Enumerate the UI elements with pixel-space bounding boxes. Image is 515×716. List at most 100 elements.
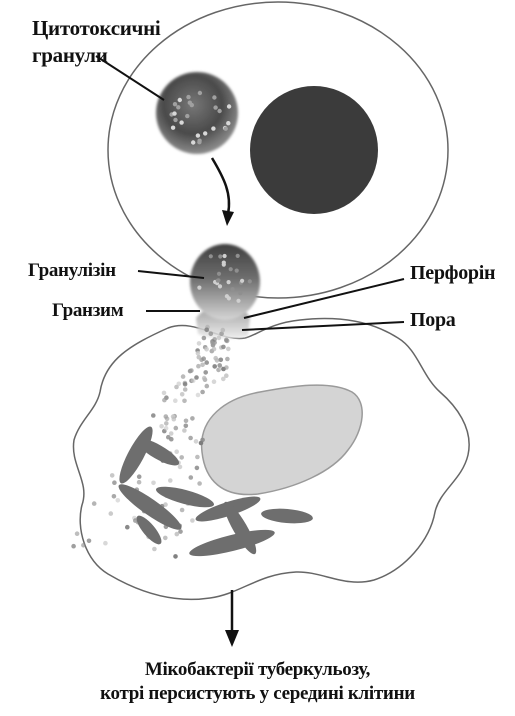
granule-content-dot [191, 378, 196, 383]
label-pore: Пора [410, 309, 455, 332]
granule-content-dot [218, 284, 222, 288]
granule-content-dot [211, 126, 215, 130]
granule-content-dot [248, 279, 252, 283]
granule-content-dot [169, 431, 174, 436]
granule-content-dot [182, 399, 187, 404]
granule-content-dot [183, 387, 188, 392]
granule-content-dot [218, 254, 222, 258]
granule-content-dot [217, 363, 222, 368]
granule-content-dot [125, 525, 130, 530]
granule-content-dot [225, 357, 230, 362]
granule-content-dot [197, 140, 201, 144]
granule-content-dot [197, 286, 201, 290]
granule-content-dot [235, 269, 239, 273]
granule-content-dot [178, 98, 182, 102]
granule-content-dot [164, 421, 169, 426]
granule-content-dot [226, 121, 230, 125]
granule-content-dot [202, 336, 207, 341]
granule-content-dot [103, 541, 108, 546]
granule-content-dot [180, 392, 185, 397]
granule-content-dot [231, 287, 235, 291]
granule-content-dot [191, 140, 195, 144]
granule-content-dot [196, 133, 200, 137]
granule-content-dot [179, 120, 183, 124]
granule-content-dot [194, 375, 199, 380]
granule-content-dot [159, 424, 164, 429]
granule-content-dot [203, 370, 208, 375]
label-granzyme: Гранзим [52, 300, 123, 322]
granule-content-dot [224, 373, 229, 378]
granule-content-dot [236, 254, 240, 258]
granule-content-dot [151, 481, 156, 486]
caption-line1: Мікобактерії туберкульозу, [0, 658, 515, 682]
granule-content-dot [180, 508, 185, 513]
granule-content-dot [224, 127, 228, 131]
granule-content-dot [240, 279, 244, 283]
granule-content-dot [195, 466, 200, 471]
granule-content-dot [200, 390, 205, 395]
granule-content-dot [225, 294, 229, 298]
granule-content-dot [209, 254, 213, 258]
granule-content-dot [212, 379, 217, 384]
granule-content-dot [221, 328, 226, 333]
granule-content-dot [172, 417, 177, 422]
granule-content-dot [213, 105, 217, 109]
label-perforin: Перфорін [410, 262, 495, 285]
granule-content-dot [224, 365, 229, 370]
granule-content-dot [184, 424, 189, 429]
caption-line2: котрі персистують у середині клітини [0, 682, 515, 706]
granule-content-dot [163, 536, 168, 541]
granule-content-dot [197, 481, 202, 486]
granule-content-dot [173, 398, 178, 403]
granule-content-dot [172, 111, 176, 115]
granule-content-dot [200, 363, 205, 368]
granule-content-dot [209, 332, 214, 337]
granule-content-dot [175, 532, 180, 537]
granule-content-dot [199, 441, 204, 446]
label-granulysin: Гранулізін [28, 260, 116, 282]
granule-content-dot [188, 436, 193, 441]
granule-content-dot [212, 364, 217, 369]
granule-content-dot [186, 95, 190, 99]
granule-content-dot [165, 417, 170, 422]
granule-content-dot [171, 126, 175, 130]
granule-content-dot [182, 428, 187, 433]
granule-content-dot [181, 374, 186, 379]
granule-content-dot [173, 118, 177, 122]
granule-content-dot [222, 261, 226, 265]
granule-content-dot [164, 426, 169, 431]
granule-content-dot [71, 544, 76, 549]
granule-content-dot [152, 547, 157, 552]
granule-content-dot [204, 347, 209, 352]
label-cytotoxic-granules-line1: Цитотоксичні [32, 16, 160, 41]
granule-content-dot [137, 474, 142, 479]
label-cytotoxic-granules-line2: гранули [32, 43, 108, 68]
granule-content-dot [225, 339, 230, 344]
granule-content-dot [196, 393, 201, 398]
granule-content-dot [204, 360, 209, 365]
granule-content-dot [212, 347, 217, 352]
granule-content-dot [109, 511, 114, 516]
granule-content-dot [223, 254, 227, 258]
granule-content-dot [227, 280, 231, 284]
granule-content-dot [178, 465, 183, 470]
granule-content-dot [205, 384, 210, 389]
granule-content-dot [162, 391, 167, 396]
granule-content-dot [189, 368, 194, 373]
granule-content-dot [183, 382, 188, 387]
granule-content-dot [195, 455, 200, 460]
granule-content-dot [137, 480, 142, 485]
granule-content-dot [190, 518, 195, 523]
granule-content-dot [201, 356, 206, 361]
granule-content-dot [236, 299, 240, 303]
granule-content-dot [204, 328, 209, 333]
granule-content-dot [184, 419, 189, 424]
granule-content-dot [151, 413, 156, 418]
granule-content-dot [194, 439, 199, 444]
killer-cell-nucleus [250, 86, 378, 214]
granule-content-dot [217, 272, 221, 276]
granule-content-dot [197, 341, 202, 346]
granule-content-dot [162, 398, 167, 403]
granule-content-dot [112, 494, 117, 499]
